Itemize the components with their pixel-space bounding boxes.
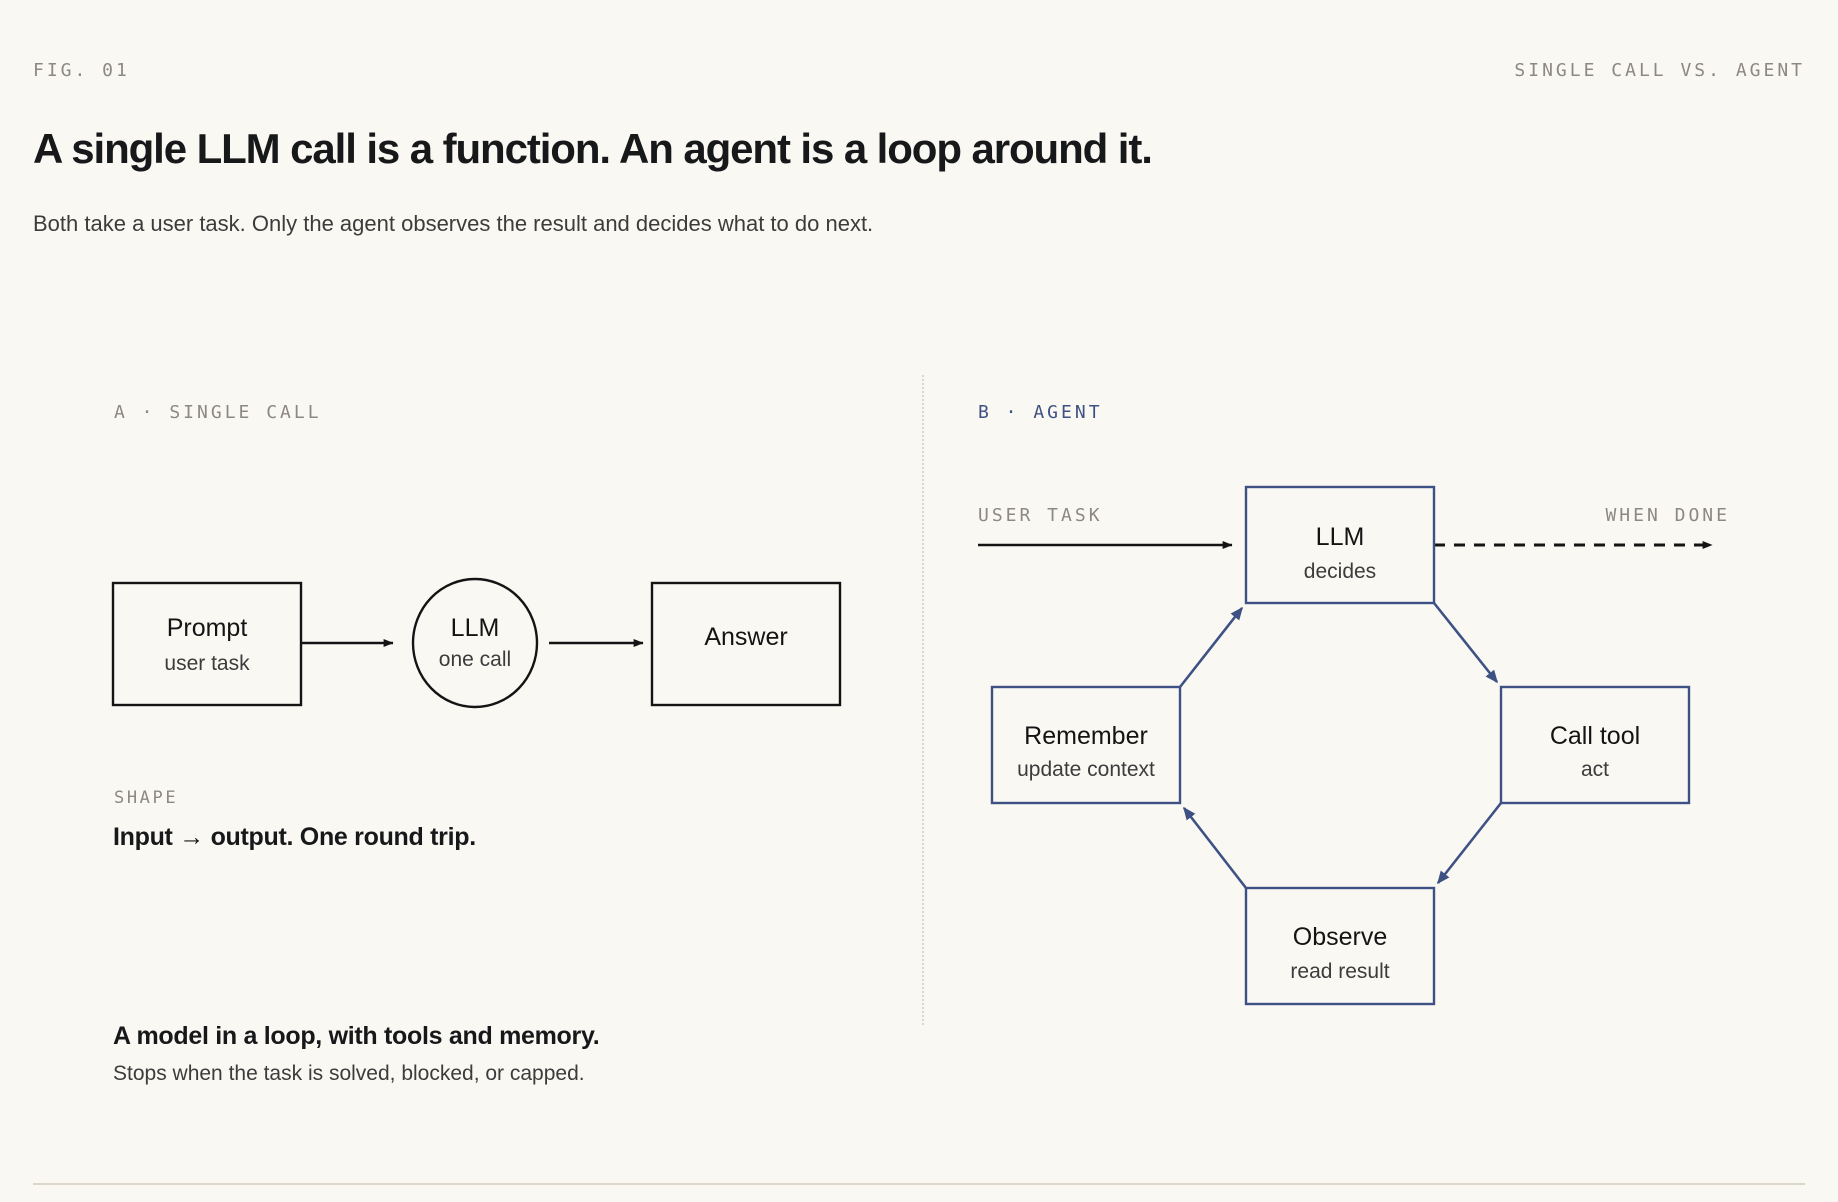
node-observe-title: Observe xyxy=(1293,923,1387,951)
topic-label: SINGLE CALL VS. AGENT xyxy=(1514,60,1805,81)
node-answer xyxy=(650,581,842,707)
node-call-tool xyxy=(1499,685,1691,805)
footer-rule xyxy=(33,1183,1805,1185)
panel-label-agent: B · AGENT xyxy=(978,402,1103,423)
exit-tag: WHEN DONE xyxy=(1605,505,1730,526)
header-eyebrow-row: FIG. 01 SINGLE CALL VS. AGENT xyxy=(33,60,1805,81)
edge-remember-to-llm xyxy=(1178,606,1244,688)
node-llm-single-sub: one call xyxy=(439,648,511,671)
node-prompt xyxy=(111,581,303,707)
edge-llm-to-call-tool xyxy=(1432,602,1499,684)
node-remember-sub: update context xyxy=(1017,758,1155,781)
node-prompt-title: Prompt xyxy=(167,614,248,642)
node-observe-sub: read result xyxy=(1290,960,1389,983)
note-shape-line: Input → output. One round trip. xyxy=(113,823,476,851)
node-llm-single-title: LLM xyxy=(451,614,500,642)
inbound-tag: USER TASK xyxy=(978,505,1103,526)
node-llm-agent-title: LLM xyxy=(1316,523,1365,551)
figure-label: FIG. 01 xyxy=(33,60,130,81)
node-llm-single xyxy=(411,577,539,709)
node-llm-agent-sub: decides xyxy=(1304,560,1376,583)
node-prompt-sub: user task xyxy=(164,652,250,675)
edge-call-tool-to-observe xyxy=(1436,802,1503,885)
footer-strong-line: A model in a loop, with tools and memory… xyxy=(113,1022,600,1050)
edge-observe-to-remember xyxy=(1182,806,1248,889)
panel-divider xyxy=(922,375,924,1025)
node-remember xyxy=(990,685,1182,805)
node-call-tool-sub: act xyxy=(1581,758,1609,781)
panel-label-single-call: A · SINGLE CALL xyxy=(114,402,322,423)
node-call-tool-title: Call tool xyxy=(1550,722,1640,750)
note-kicker-shape: SHAPE xyxy=(114,788,179,808)
page-title: A single LLM call is a function. An agen… xyxy=(33,125,1153,172)
node-llm-agent xyxy=(1244,485,1436,605)
node-answer-title: Answer xyxy=(704,623,787,651)
single-call-diagram: Prompt user task LLM one call Answer xyxy=(111,577,842,709)
node-observe xyxy=(1244,886,1436,1006)
page-subtitle: Both take a user task. Only the agent ob… xyxy=(33,211,874,236)
agent-loop-diagram: USER TASK WHEN DONE LLM decides Call too… xyxy=(978,485,1730,1006)
node-remember-title: Remember xyxy=(1024,722,1148,750)
footer-sub-line: Stops when the task is solved, blocked, … xyxy=(113,1062,585,1085)
